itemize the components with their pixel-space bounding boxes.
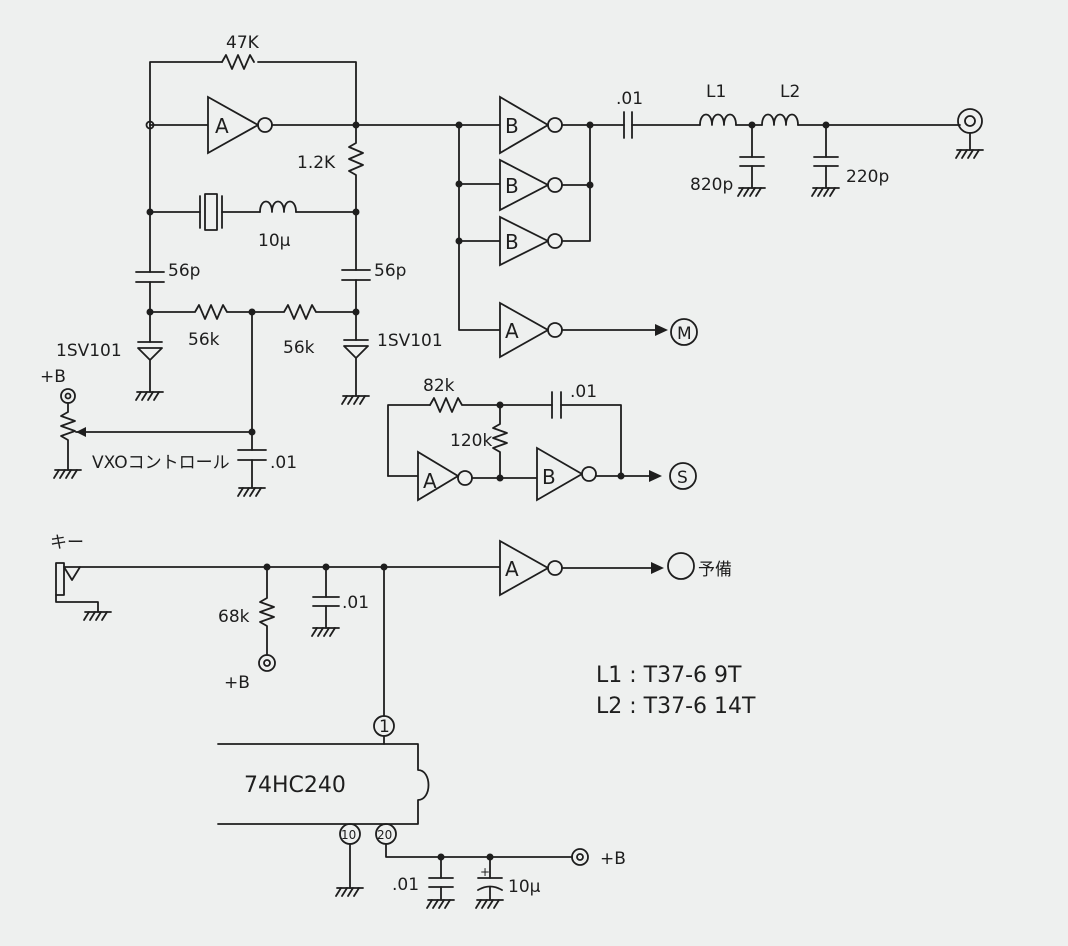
resistor-47k <box>221 54 255 70</box>
label-pot-supply: +B <box>40 367 66 387</box>
label-r-120k: 120k <box>450 431 492 451</box>
label-varicap-left: 1SV101 <box>56 341 122 361</box>
buffer-b-1 <box>499 95 550 155</box>
terminal-m <box>670 318 698 346</box>
inductor-l1 <box>699 113 737 126</box>
crystal <box>204 193 218 231</box>
inductor-10u <box>259 200 297 213</box>
label-c-osc: .01 <box>570 382 597 402</box>
label-ic: 74HC240 <box>244 773 346 798</box>
resistor-68k <box>259 566 275 656</box>
gate-label-a1: A <box>215 114 229 138</box>
label-r-right: 56k <box>283 338 315 358</box>
label-c-bypass: .01 <box>392 875 419 895</box>
label-c-couple: .01 <box>616 89 643 109</box>
svg-text:+: + <box>480 865 490 879</box>
label-key-supply: +B <box>224 673 250 693</box>
note-coil-l2: L2 : T37-6 14T <box>596 694 756 719</box>
terminal-reserve <box>667 552 695 580</box>
label-l1: L1 <box>706 82 726 102</box>
label-pin1: 1 <box>379 717 390 737</box>
gate-label-b3: B <box>505 230 519 254</box>
output-connector <box>957 108 983 134</box>
label-c-electrolytic: 10μ <box>508 877 541 897</box>
buffer-b-sidetone <box>536 446 584 502</box>
buffer-filter-section: B B B A M .01 L1 L2 <box>355 82 984 359</box>
gate-label-a2: A <box>505 319 519 343</box>
sidetone-oscillator-section: 82k .01 120k A B S <box>387 376 697 502</box>
supply-terminal-key <box>258 654 276 672</box>
label-c-right: 56p <box>374 261 406 281</box>
buffer-b-2 <box>499 158 550 212</box>
gate-label-b1: B <box>505 114 519 138</box>
label-pin10: 10 <box>341 828 356 842</box>
resistor-82k <box>429 397 553 413</box>
supply-terminal-pot <box>60 388 76 404</box>
label-pin20: 20 <box>377 828 392 842</box>
ic-section: 74HC240 10 20 .01 + 10μ +B <box>217 743 626 909</box>
terminal-label-m: M <box>677 324 692 344</box>
label-r-feedback: 47K <box>226 33 260 53</box>
coil-notes: L1 : T37-6 9T L2 : T37-6 14T <box>596 663 756 719</box>
label-c-left: 56p <box>168 261 200 281</box>
gate-label-b4: B <box>542 465 556 489</box>
ic-74hc240 <box>217 743 430 825</box>
inverter-a-reserve <box>499 539 550 597</box>
label-r-left: 56k <box>188 330 220 350</box>
key-jack <box>55 562 65 596</box>
resistor-120k <box>492 404 508 477</box>
label-c-vxo: .01 <box>270 453 297 473</box>
terminal-label-s: S <box>677 468 688 488</box>
inverter-a-oscillator <box>207 95 260 155</box>
inverter-a-sidetone <box>417 450 460 502</box>
gate-label-a4: A <box>505 557 519 581</box>
key-input-section: キー 68k +B .01 A 予備 1 <box>50 533 732 745</box>
label-r-load: 1.2K <box>297 153 336 173</box>
label-inductor-xtal: 10μ <box>258 231 291 251</box>
label-c-key: .01 <box>342 593 369 613</box>
supply-terminal-ic <box>571 848 589 866</box>
label-c-220: 220p <box>846 167 889 187</box>
buffer-b-3 <box>499 215 551 267</box>
label-varicap-right: 1SV101 <box>377 331 443 351</box>
vxo-oscillator-section: 47K A 1.2K 10μ 56p 56p <box>40 33 443 497</box>
gate-label-b2: B <box>505 174 519 198</box>
terminal-s <box>669 462 697 490</box>
label-r-68k: 68k <box>218 607 250 627</box>
label-l2: L2 <box>780 82 800 102</box>
label-reserve: 予備 <box>698 560 732 580</box>
note-coil-l1: L1 : T37-6 9T <box>596 663 742 688</box>
inductor-l2 <box>761 113 799 126</box>
potentiometer <box>60 402 76 471</box>
label-key: キー <box>50 533 84 553</box>
gate-label-a3: A <box>423 469 437 493</box>
label-vxo-control: VXOコントロール <box>92 453 230 473</box>
label-r-82k: 82k <box>423 376 455 396</box>
label-c-820: 820p <box>690 175 733 195</box>
label-ic-supply: +B <box>600 849 626 869</box>
inverter-a-monitor <box>499 301 550 359</box>
